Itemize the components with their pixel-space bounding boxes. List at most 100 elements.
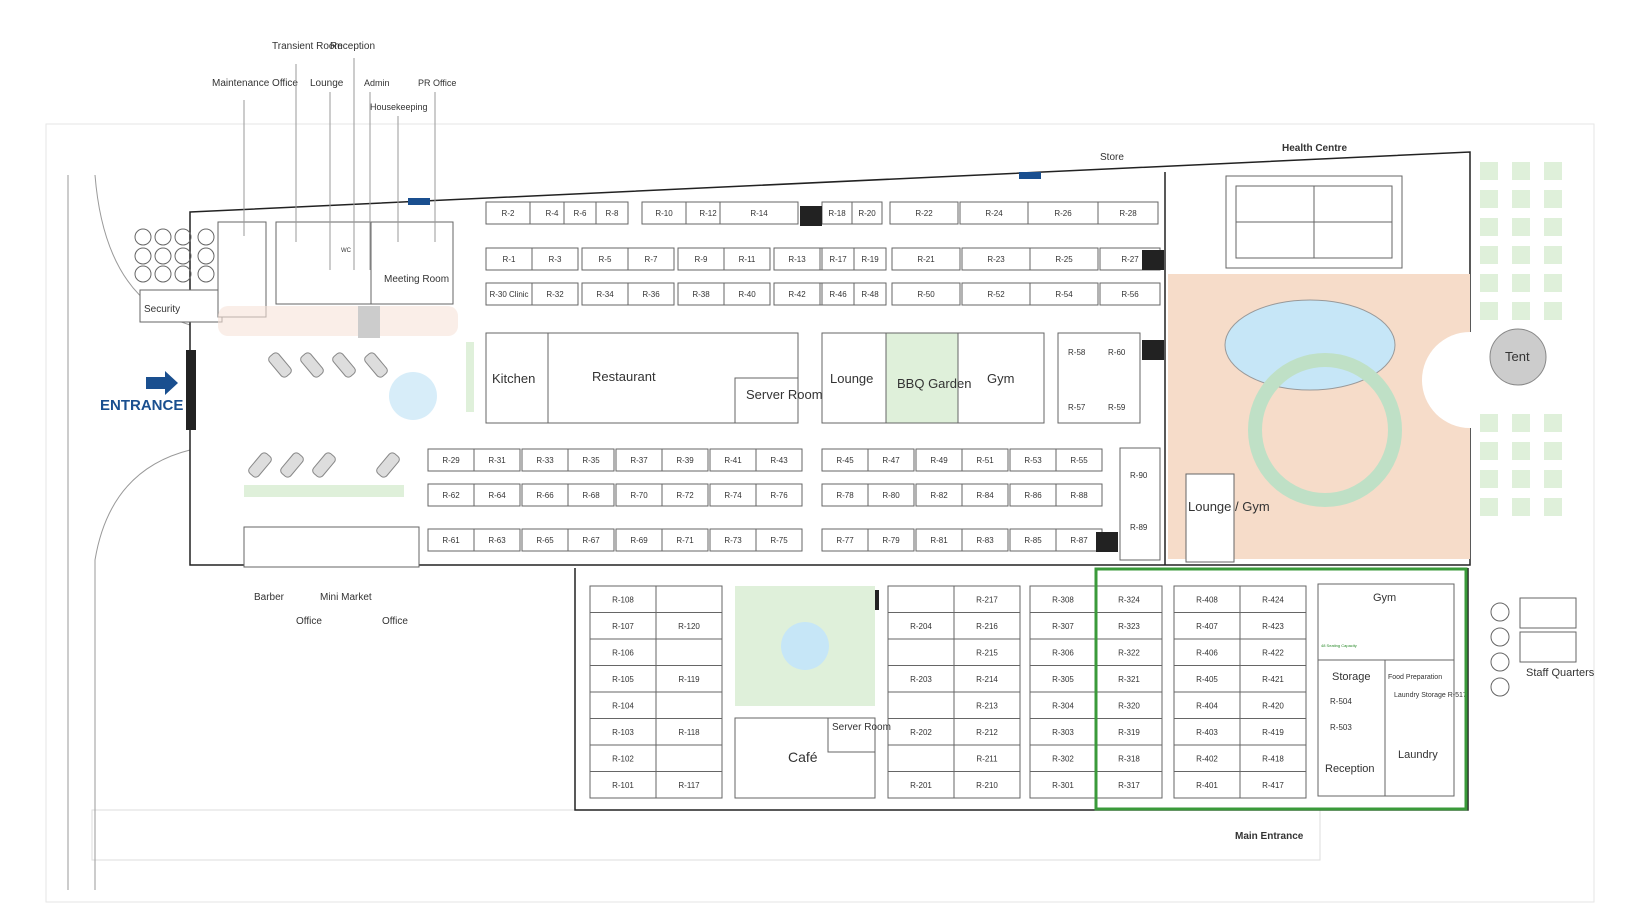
tent-plot bbox=[1512, 302, 1530, 320]
room-b100a-0 bbox=[589, 585, 657, 613]
room-b200b-1 bbox=[953, 612, 1021, 640]
room-b400a-7-label: R-401 bbox=[1196, 781, 1218, 790]
room-b300b-5-label: R-319 bbox=[1118, 728, 1140, 737]
callout-lounge: Lounge bbox=[310, 78, 344, 89]
room-b200b-6-label: R-211 bbox=[976, 754, 998, 763]
room-row5-13-label: R-88 bbox=[1070, 491, 1088, 500]
room-b200a-6 bbox=[887, 744, 955, 772]
room-row2-6-label: R-13 bbox=[788, 255, 806, 264]
room-row1-1-label: R-4 bbox=[546, 209, 559, 218]
room-row3-12 bbox=[1029, 282, 1099, 306]
room-b300a-4 bbox=[1029, 691, 1097, 719]
room-b200b-0 bbox=[953, 585, 1021, 613]
room-row2-9 bbox=[853, 247, 887, 271]
room-b300b-3 bbox=[1095, 665, 1163, 693]
room-b100a-4 bbox=[589, 691, 657, 719]
room-row2-2-label: R-5 bbox=[599, 255, 612, 264]
room-row1-4-label: R-10 bbox=[655, 209, 673, 218]
room-row2-12-label: R-25 bbox=[1055, 255, 1073, 264]
tent-plot bbox=[1512, 274, 1530, 292]
room-row2-1-label: R-3 bbox=[549, 255, 562, 264]
room-r60: R-60 bbox=[1108, 348, 1126, 357]
room-row3-9 bbox=[853, 282, 887, 306]
room-b300a-6 bbox=[1029, 744, 1097, 772]
room-b300a-3 bbox=[1029, 665, 1097, 693]
main-entrance-label: Main Entrance bbox=[1235, 831, 1304, 842]
room-row6-7 bbox=[755, 528, 803, 552]
room-row1-2-label: R-6 bbox=[574, 209, 587, 218]
stair bbox=[358, 306, 380, 338]
room-row5-0-label: R-62 bbox=[442, 491, 460, 500]
shops-block bbox=[243, 526, 420, 568]
room-row6-1 bbox=[473, 528, 521, 552]
kitchen-label: Kitchen bbox=[492, 371, 535, 386]
room-b100b-7 bbox=[655, 771, 723, 799]
room-b300b-5 bbox=[1095, 718, 1163, 746]
room-row3-11-label: R-52 bbox=[987, 290, 1005, 299]
room-row6-8-label: R-77 bbox=[836, 536, 854, 545]
room-row4-13 bbox=[1055, 448, 1103, 472]
room-b300b-3-label: R-321 bbox=[1118, 675, 1140, 684]
room-b200b-2-label: R-215 bbox=[976, 648, 998, 657]
room-b400a-3-label: R-405 bbox=[1196, 675, 1218, 684]
room-row2-10-label: R-21 bbox=[917, 255, 935, 264]
callout-maintenance: Maintenance Office bbox=[212, 78, 298, 89]
tent-plot bbox=[1480, 218, 1498, 236]
server-room-label: Server Room bbox=[746, 387, 823, 402]
room-b400b-3 bbox=[1239, 665, 1307, 693]
driveway bbox=[91, 809, 1321, 861]
tent-plot bbox=[1480, 414, 1498, 432]
tent-plot bbox=[1544, 442, 1562, 460]
server-room-2-label: Server Room bbox=[832, 722, 891, 733]
room-row4-8-label: R-45 bbox=[836, 456, 854, 465]
entrance-door bbox=[186, 350, 196, 430]
security-room bbox=[139, 289, 223, 323]
room-row4-10-label: R-49 bbox=[930, 456, 948, 465]
room-row2-9-label: R-19 bbox=[861, 255, 879, 264]
room-b300a-1-label: R-307 bbox=[1052, 622, 1074, 631]
lounge-label: Lounge bbox=[830, 371, 873, 386]
room-row3-8-label: R-46 bbox=[829, 290, 847, 299]
room-b400b-3-label: R-421 bbox=[1262, 675, 1284, 684]
room-row2-3 bbox=[627, 247, 675, 271]
room-row4-11 bbox=[961, 448, 1009, 472]
tennis-court bbox=[1225, 175, 1403, 269]
south-wing bbox=[574, 568, 1469, 811]
tent-plot bbox=[1544, 302, 1562, 320]
room-b200a-3-label: R-203 bbox=[910, 675, 932, 684]
bbq-garden-label: BBQ Garden bbox=[897, 376, 971, 391]
tent-plot bbox=[1544, 498, 1562, 516]
tent-plot bbox=[1512, 190, 1530, 208]
lounge-gym-label: Lounge / Gym bbox=[1188, 499, 1270, 514]
staff-quarters-label: Staff Quarters bbox=[1526, 667, 1595, 679]
room-row6-9 bbox=[867, 528, 915, 552]
entrance-label: ENTRANCE bbox=[100, 397, 183, 414]
room-row2-5-label: R-11 bbox=[739, 255, 756, 264]
room-row5-12-label: R-86 bbox=[1024, 491, 1042, 500]
room-b200a-7 bbox=[887, 771, 955, 799]
meeting-room-label: Meeting Room bbox=[384, 274, 449, 285]
room-r503: R-503 bbox=[1330, 723, 1352, 732]
room-row6-13-label: R-87 bbox=[1070, 536, 1088, 545]
lounge-gym-room bbox=[1185, 473, 1235, 563]
wc-label: WC bbox=[341, 248, 352, 254]
room-row5-13 bbox=[1055, 483, 1103, 507]
room-r59: R-59 bbox=[1108, 403, 1126, 412]
room-b400b-4-label: R-420 bbox=[1262, 701, 1284, 710]
room-row2-10 bbox=[891, 247, 961, 271]
room-row6-0-label: R-61 bbox=[442, 536, 460, 545]
room-b300a-5 bbox=[1029, 718, 1097, 746]
room-b400a-6-label: R-402 bbox=[1196, 754, 1218, 763]
room-row3-13-label: R-56 bbox=[1121, 290, 1139, 299]
room-row1-11-label: R-26 bbox=[1054, 209, 1072, 218]
hedge bbox=[466, 342, 474, 412]
room-row4-3-label: R-35 bbox=[582, 456, 600, 465]
room-b400a-4-label: R-404 bbox=[1196, 701, 1218, 710]
room-row2-1 bbox=[531, 247, 579, 271]
room-row1-9 bbox=[889, 201, 959, 225]
tent-plot bbox=[1480, 162, 1498, 180]
block-500 bbox=[1317, 583, 1455, 797]
room-row3-1-label: R-32 bbox=[546, 290, 564, 299]
room-b100a-1-label: R-107 bbox=[612, 622, 634, 631]
